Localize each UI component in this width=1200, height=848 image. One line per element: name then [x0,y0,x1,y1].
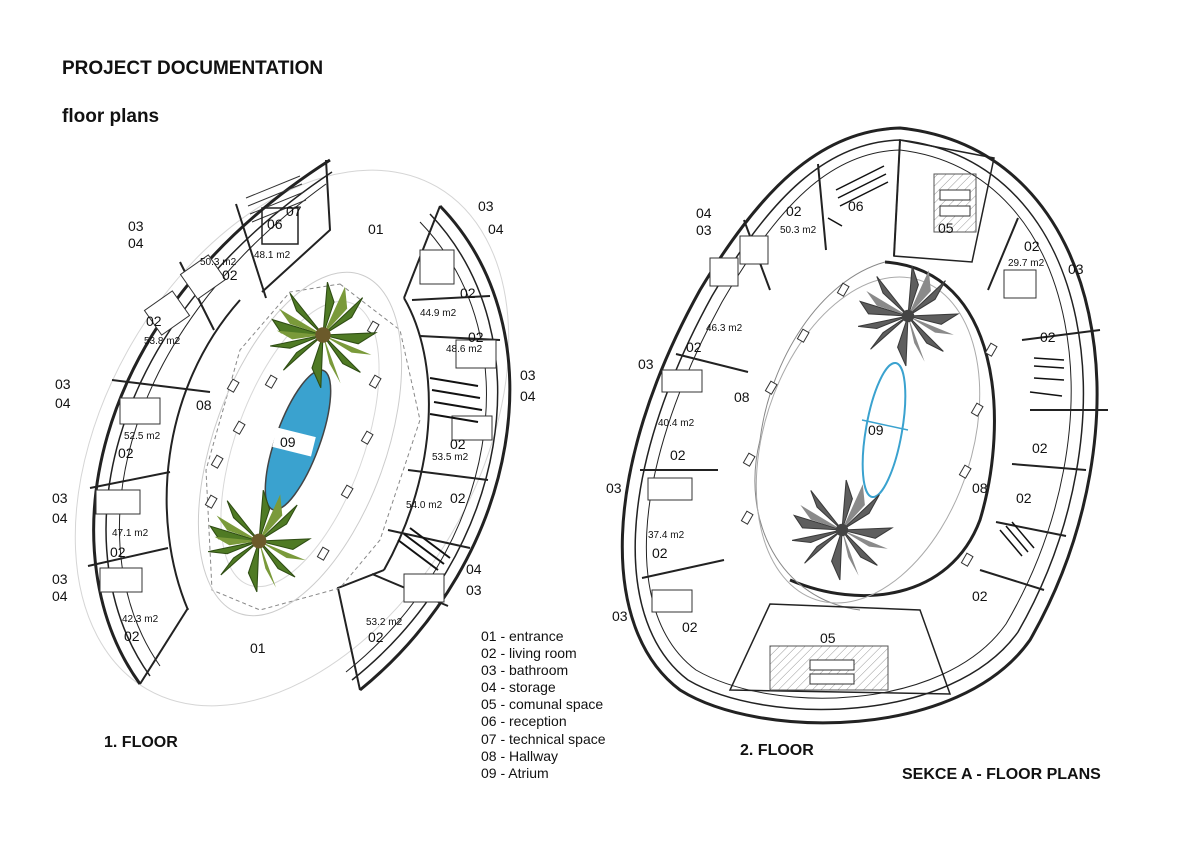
room-code-atrium: 09 [280,434,296,450]
room-code-living-room: 02 [450,490,466,506]
room-code-storage: 04 [488,221,504,237]
room-code-storage: 04 [52,510,68,526]
legend: 01 - entrance 02 - living room 03 - bath… [481,628,606,782]
room-code-hallway: 08 [734,389,750,405]
room-code-living-room: 02 [460,285,476,301]
area-label: 54.0 m2 [406,500,443,511]
room-code-living-room: 02 [1032,440,1048,456]
room-code-entrance: 01 [368,221,384,237]
area-label: 48.1 m2 [254,250,291,261]
room-code-living-room: 02 [118,445,134,461]
room-code-living-room: 02 [368,629,384,645]
room-code-living-room: 02 [146,313,162,329]
room-code-bathroom: 03 [55,376,71,392]
legend-item: 06 - reception [481,713,567,730]
room-code-technical: 07 [286,203,302,219]
area-label: 53.2 m2 [366,617,403,628]
area-label: 44.9 m2 [420,308,457,319]
room-code-bathroom: 03 [638,356,654,372]
floor-1-plan: 03 04 07 06 01 03 04 50.3 m2 02 48.1 m2 … [52,158,536,707]
room-code-bathroom: 03 [520,367,536,383]
legend-item: 02 - living room [481,645,577,662]
room-code-storage: 04 [466,561,482,577]
room-code-bathroom: 03 [52,490,68,506]
room-code-bathroom: 03 [128,218,144,234]
legend-item: 07 - technical space [481,730,606,747]
room-code-living-room: 02 [124,628,140,644]
room-code-bathroom: 03 [52,571,68,587]
area-label: 50.3 m2 [200,257,237,268]
room-code-living-room: 02 [222,267,238,283]
area-label: 53.5 m2 [432,452,469,463]
area-label: 47.1 m2 [112,528,149,539]
page-title: PROJECT DOCUMENTATION [62,58,324,79]
floor-1-title: 1. FLOOR [104,734,178,751]
room-code-storage: 04 [52,588,68,604]
legend-item: 09 - Atrium [481,764,549,781]
area-label: 48.6 m2 [446,344,483,355]
area-label: 42.3 m2 [122,614,159,625]
room-code-living-room: 02 [686,339,702,355]
room-code-living-room: 02 [786,203,802,219]
room-code-communal: 05 [938,220,954,236]
room-code-living-room: 02 [670,447,686,463]
floor-2-plan: 04 03 02 50.3 m2 06 05 02 29.7 m2 03 46.… [606,126,1108,725]
room-code-bathroom: 03 [606,480,622,496]
room-code-living-room: 02 [972,588,988,604]
room-code-living-room: 02 [1016,490,1032,506]
room-code-bathroom: 03 [696,222,712,238]
section-title: SEKCE A - FLOOR PLANS [902,766,1101,783]
room-code-entrance: 01 [250,640,266,656]
area-label: 29.7 m2 [1008,258,1045,269]
room-code-atrium: 09 [868,422,884,438]
room-code-reception: 06 [267,216,283,232]
room-code-storage: 04 [55,395,71,411]
legend-item: 03 - bathroom [481,662,569,679]
legend-item: 05 - comunal space [481,696,604,713]
room-code-hallway: 08 [972,480,988,496]
room-code-bathroom: 03 [1068,261,1084,277]
legend-item: 01 - entrance [481,628,564,644]
area-label: 53.8 m2 [144,336,181,347]
room-code-living-room: 02 [468,329,484,345]
room-code-living-room: 02 [652,545,668,561]
room-code-living-room: 02 [682,619,698,635]
room-code-bathroom: 03 [466,582,482,598]
page-subtitle: floor plans [62,106,160,127]
room-code-storage: 04 [128,235,144,251]
room-code-reception: 06 [848,198,864,214]
area-label: 37.4 m2 [648,530,685,541]
room-code-bathroom: 03 [612,608,628,624]
legend-item: 04 - storage [481,679,556,696]
legend-item: 08 - Hallway [481,747,559,764]
room-code-living-room: 02 [450,436,466,452]
room-code-bathroom: 03 [478,198,494,214]
room-code-living-room: 02 [1040,329,1056,345]
floor-2-title: 2. FLOOR [740,742,814,759]
room-code-storage: 04 [696,205,712,221]
area-label: 52.5 m2 [124,431,161,442]
area-label: 50.3 m2 [780,225,817,236]
area-label: 46.3 m2 [706,323,743,334]
room-code-communal: 05 [820,630,836,646]
area-label: 40.4 m2 [658,418,695,429]
room-code-living-room: 02 [110,544,126,560]
room-code-living-room: 02 [1024,238,1040,254]
room-code-hallway: 08 [196,397,212,413]
room-code-storage: 04 [520,388,536,404]
